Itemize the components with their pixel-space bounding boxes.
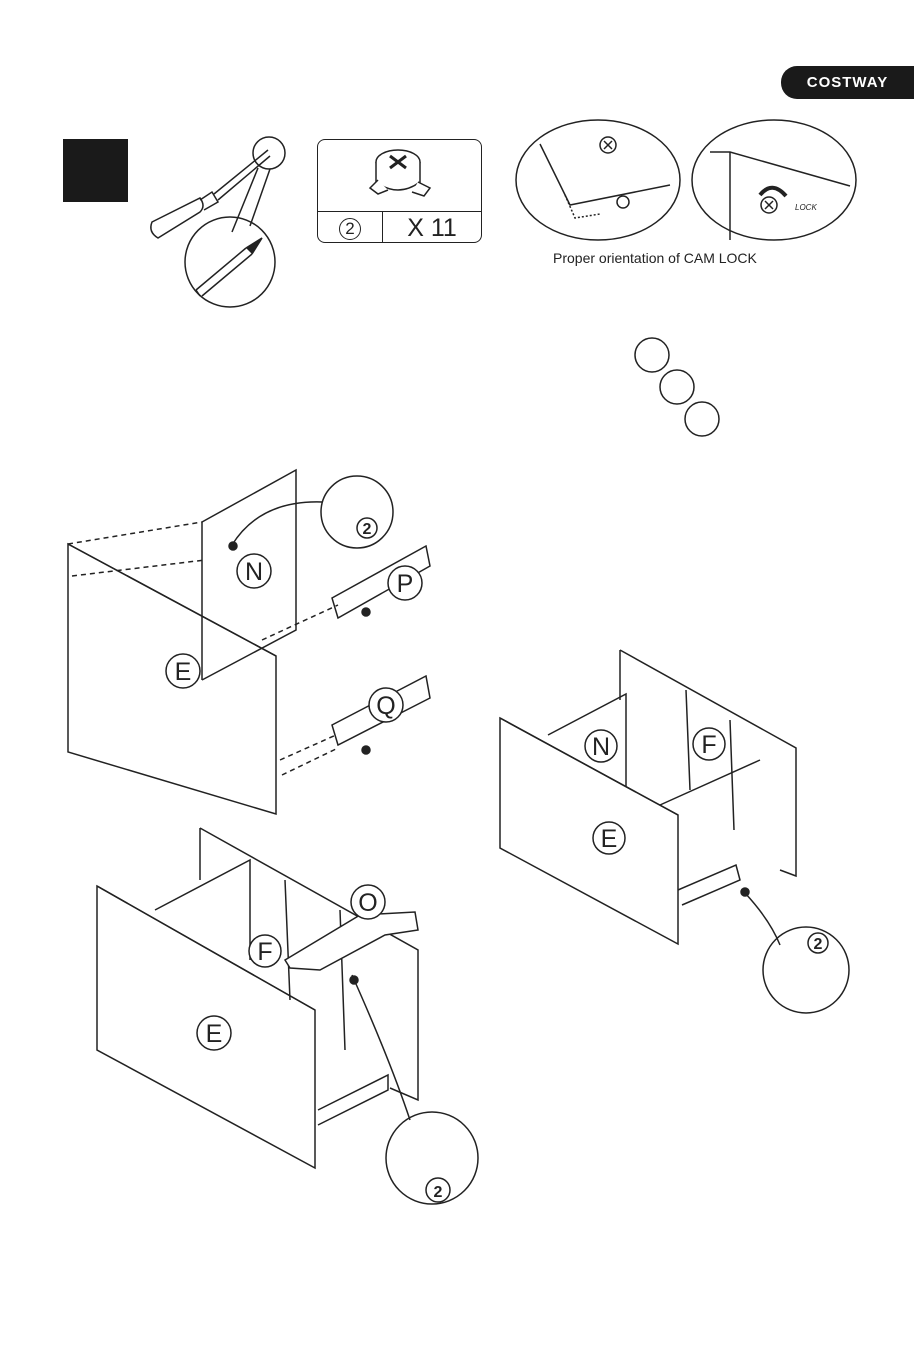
part-label-q: Q — [376, 692, 395, 720]
assembly-step-2 — [500, 650, 849, 1013]
part-label-f: F — [701, 731, 716, 759]
assembly-step-3 — [97, 828, 478, 1204]
part-label-e: E — [206, 1020, 223, 1048]
screwdriver-icon — [151, 137, 285, 307]
part-label-p: P — [397, 570, 414, 598]
callout-number: 2 — [814, 936, 823, 953]
lock-text: LOCK — [795, 203, 817, 212]
part-label-n: N — [245, 558, 263, 586]
cam-lock-orientation-icon — [516, 120, 856, 240]
part-circle-icon — [660, 370, 694, 404]
callout-number: 2 — [434, 1184, 443, 1201]
part-label-n: N — [592, 733, 610, 761]
part-label-e: E — [601, 825, 618, 853]
callout-number: 2 — [363, 521, 372, 538]
part-circle-icon — [685, 402, 719, 436]
part-label-o: O — [358, 889, 377, 917]
part-circle-icon — [635, 338, 669, 372]
part-label-f: F — [257, 938, 272, 966]
assembly-step-1 — [68, 470, 430, 814]
part-label-e: E — [175, 658, 192, 686]
